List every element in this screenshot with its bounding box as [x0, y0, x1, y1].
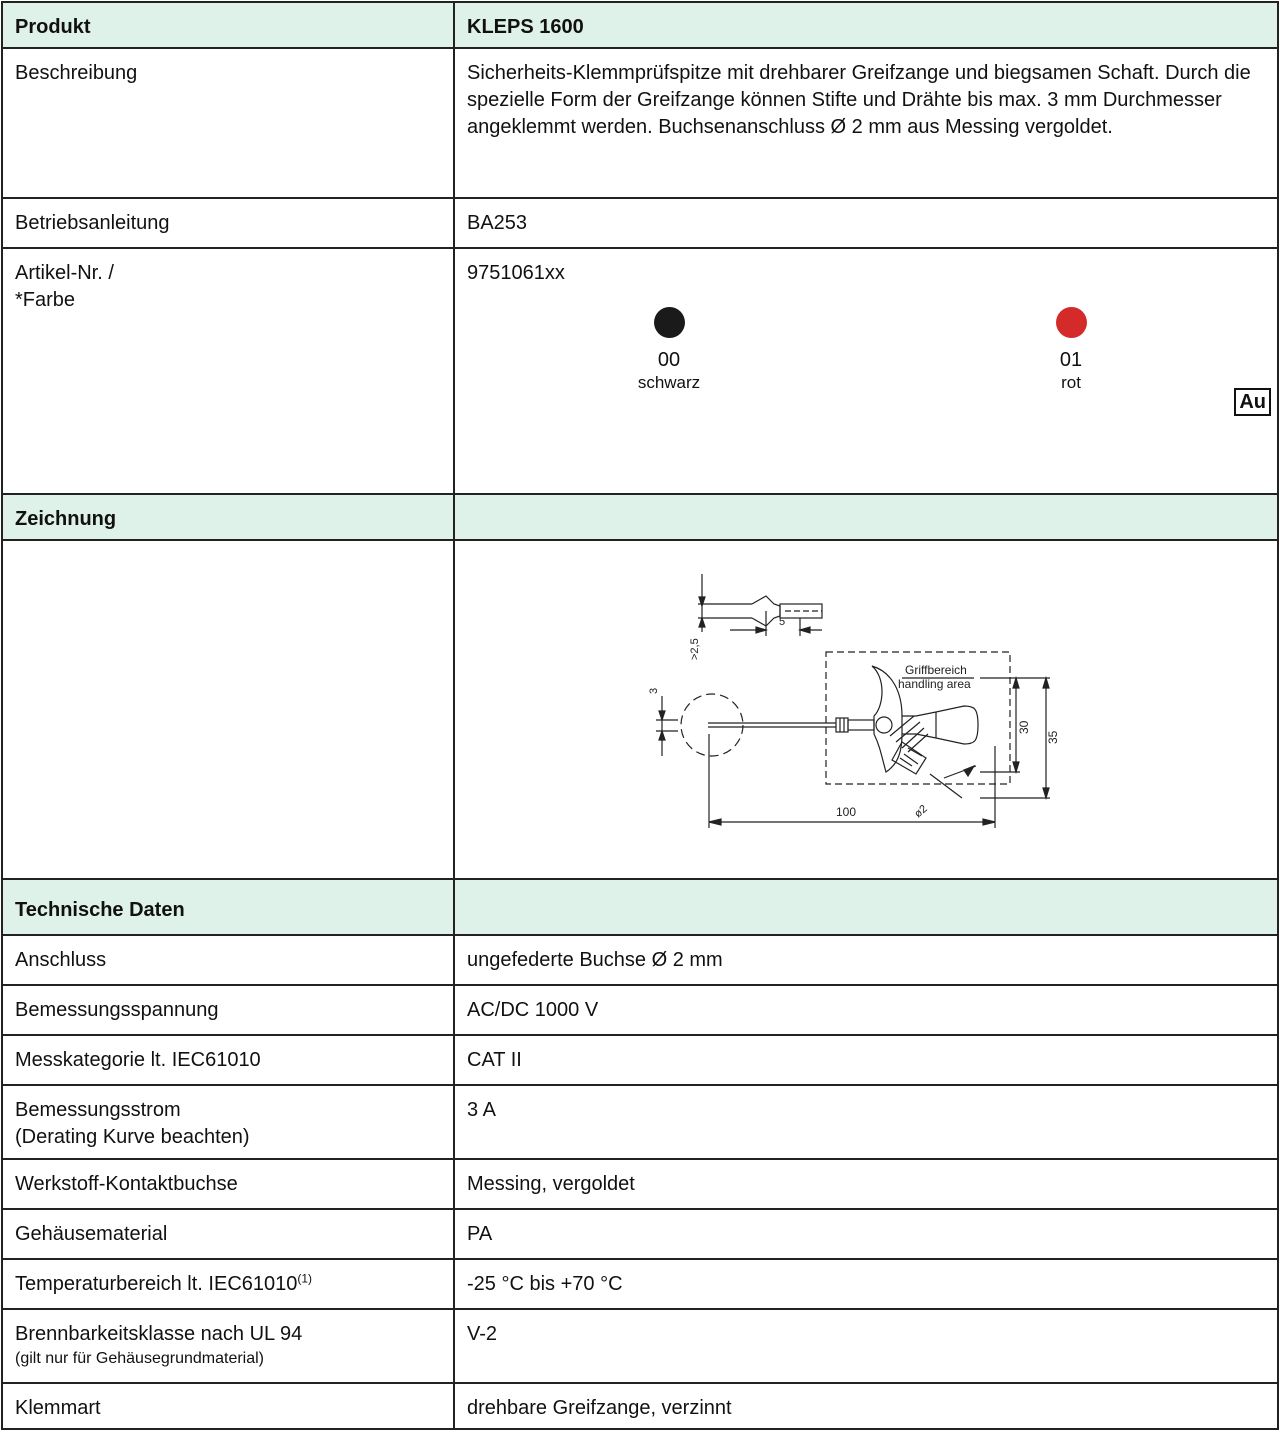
spec-value: ungefederte Buchse Ø 2 mm	[467, 949, 723, 971]
spec-value: Messing, vergoldet	[467, 1173, 635, 1195]
spec-label: Klemmart	[15, 1397, 101, 1419]
dim-35-label: 35	[1046, 730, 1060, 744]
dim-opening-label: >2,5	[689, 638, 701, 660]
color-option-black: 00 schwarz	[609, 307, 729, 394]
spec-row-housing: Gehäusematerial PA	[1, 1208, 1279, 1260]
product-name: KLEPS 1600	[467, 16, 584, 38]
spec-value: V-2	[467, 1323, 498, 1345]
spec-value: -25 °C bis +70 °C	[467, 1273, 623, 1295]
spec-label: Gehäusematerial	[15, 1223, 168, 1245]
color-option-red: 01 rot	[1011, 307, 1131, 394]
handling-area-de: Griffbereich	[905, 663, 967, 677]
color-swatch-black	[653, 307, 685, 338]
tip-detail-circle	[680, 693, 744, 757]
color-options: 00 schwarz 01 rot Au	[455, 287, 1277, 422]
color-name: rot	[1061, 373, 1081, 392]
manual-row: Betriebsanleitung BA253	[1, 197, 1279, 249]
drawing-section-title: Zeichnung	[15, 508, 117, 530]
drawing-row: 5 >2,5 Griffbereich handling area 3	[1, 539, 1279, 880]
spec-label: Messkategorie lt. IEC61010	[15, 1049, 261, 1071]
technical-drawing: 5 >2,5 Griffbereich handling area 3	[455, 541, 1277, 878]
drawing-header-row: Zeichnung	[1, 493, 1279, 541]
spec-row-connection: Anschluss ungefederte Buchse Ø 2 mm	[1, 934, 1279, 986]
color-code: 00	[657, 349, 681, 371]
footnote-marker: (1)	[297, 1271, 313, 1286]
spec-row-category: Messkategorie lt. IEC61010 CAT II	[1, 1034, 1279, 1086]
article-number: 9751061xx	[467, 262, 565, 284]
spec-row-clamp-type: Klemmart drehbare Greifzange, verzinnt	[1, 1382, 1279, 1430]
description-label: Beschreibung	[15, 62, 138, 84]
probe-dimension-drawing: 5 >2,5 Griffbereich handling area 3	[648, 574, 1060, 828]
color-swatch-red	[1055, 307, 1087, 338]
color-name: schwarz	[637, 373, 701, 392]
handling-area-en: handling area	[898, 677, 971, 691]
product-header-row: Produkt KLEPS 1600	[1, 1, 1279, 49]
spec-note: (Derating Kurve beachten)	[15, 1126, 250, 1148]
gold-plated-badge: Au	[1234, 388, 1271, 416]
spec-row-temperature: Temperaturbereich lt. IEC61010(1) -25 °C…	[1, 1258, 1279, 1310]
handling-area-box	[825, 651, 1011, 785]
spec-value: drehbare Greifzange, verzinnt	[467, 1397, 732, 1419]
manual-label: Betriebsanleitung	[15, 212, 170, 234]
spec-row-current: Bemessungsstrom (Derating Kurve beachten…	[1, 1084, 1279, 1160]
dim-length-label: 100	[836, 805, 856, 819]
dim-30-label: 30	[1017, 720, 1031, 734]
article-label: Artikel-Nr. /	[15, 262, 114, 284]
article-row: Artikel-Nr. / *Farbe 9751061xx 00 schwar…	[1, 247, 1279, 495]
spec-row-voltage: Bemessungsspannung AC/DC 1000 V	[1, 984, 1279, 1036]
color-code: 01	[1059, 349, 1083, 371]
spec-label: Werkstoff-Kontaktbuchse	[15, 1173, 238, 1195]
spec-row-contact-material: Werkstoff-Kontaktbuchse Messing, vergold…	[1, 1158, 1279, 1210]
spec-value: AC/DC 1000 V	[467, 999, 599, 1021]
dim-socket-label: ø2	[912, 803, 930, 820]
tech-section-title: Technische Daten	[15, 899, 185, 921]
tech-header-row: Technische Daten	[1, 878, 1279, 936]
spec-label: Bemessungsstrom	[15, 1099, 181, 1121]
spec-row-flammability: Brennbarkeitsklasse nach UL 94 (gilt nur…	[1, 1308, 1279, 1384]
dim-shaft-label: 3	[648, 688, 660, 694]
spec-note: (gilt nur für Gehäusegrundmaterial)	[15, 1350, 265, 1367]
manual-value: BA253	[467, 212, 528, 234]
description-row: Beschreibung Sicherheits-Klemmprüfspitze…	[1, 47, 1279, 199]
spec-value: 3 A	[467, 1099, 496, 1121]
probe-body	[835, 665, 979, 775]
gripper-tip-detail: 5 >2,5	[689, 574, 823, 660]
description-text: Sicherheits-Klemmprüfspitze mit drehbare…	[467, 62, 1251, 138]
color-label: *Farbe	[15, 289, 76, 311]
spec-value: PA	[467, 1223, 493, 1245]
spec-label: Brennbarkeitsklasse nach UL 94	[15, 1323, 303, 1345]
spec-value: CAT II	[467, 1049, 522, 1071]
dim-gap-label: 5	[779, 616, 785, 628]
spec-label: Temperaturbereich lt. IEC61010	[15, 1273, 298, 1295]
product-label: Produkt	[15, 16, 91, 38]
spec-label: Anschluss	[15, 949, 107, 971]
spec-label: Bemessungsspannung	[15, 999, 219, 1021]
